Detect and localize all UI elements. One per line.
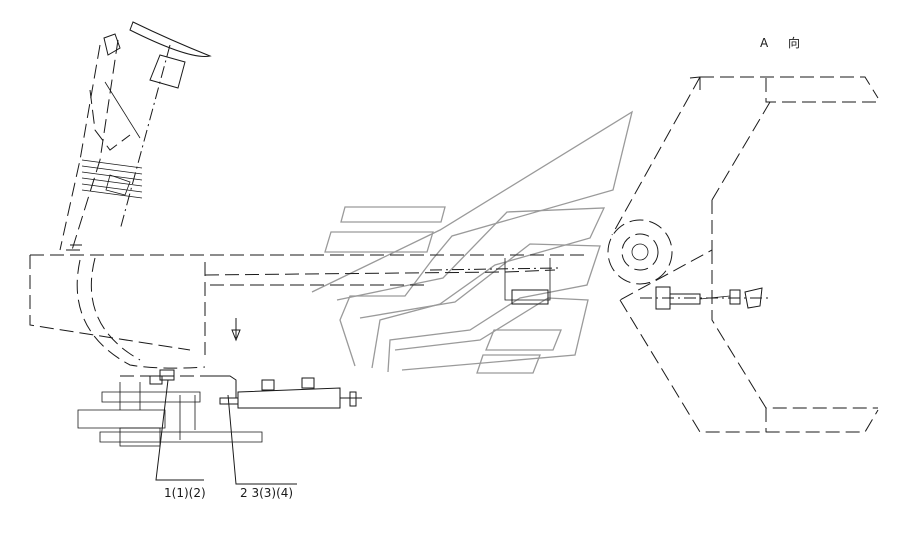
watermark-logo xyxy=(311,110,634,374)
steering-hub xyxy=(607,219,673,285)
view-arrow xyxy=(231,318,241,342)
callout-part-2: 2 3(3)(4) xyxy=(240,486,293,500)
leader-lines xyxy=(155,379,297,485)
cable-route xyxy=(120,258,561,377)
lever-assembly xyxy=(77,369,263,447)
view-label-letter: A xyxy=(760,36,769,50)
view-label-direction: 向 xyxy=(788,35,800,50)
valve-assembly xyxy=(640,286,770,310)
cab-outline xyxy=(29,254,590,369)
cylinder-rod xyxy=(219,377,362,409)
bellows xyxy=(81,159,143,199)
frame-outline xyxy=(611,76,879,433)
steering-assembly xyxy=(59,21,212,251)
callout-part-1: 1(1)(2) xyxy=(164,486,206,500)
